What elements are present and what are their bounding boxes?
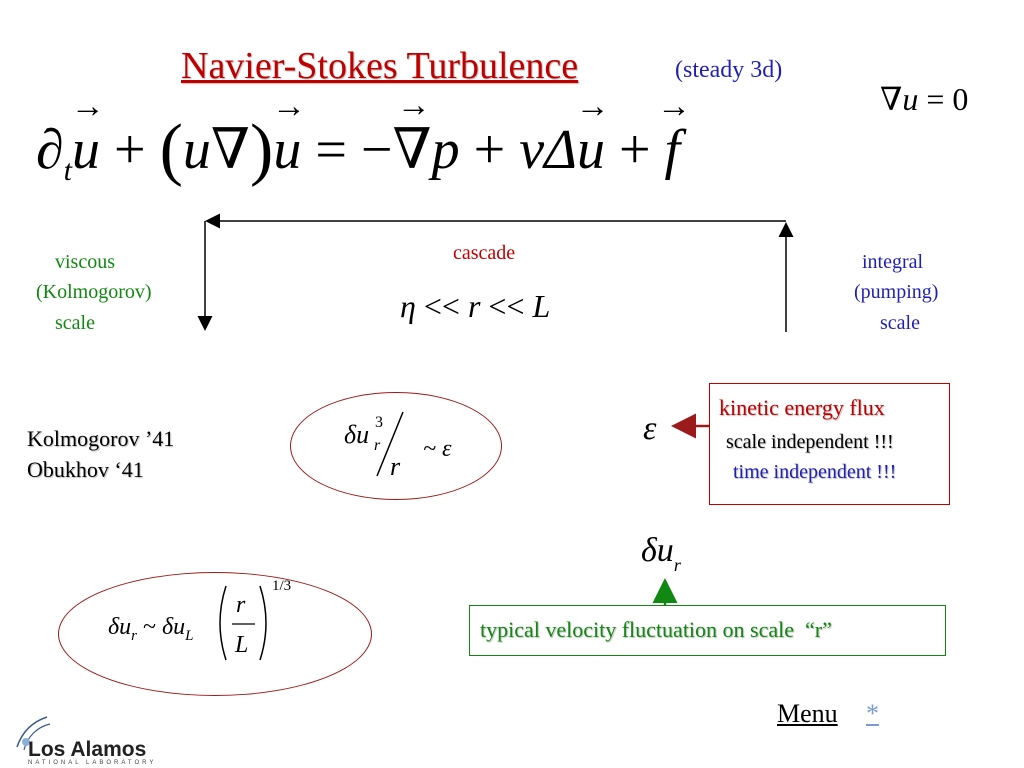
energy-flux-box [709,383,950,505]
tilde-epsilon: ~ ε [423,436,452,462]
viscous-label-line3: scale [55,312,95,334]
structure-function-denominator: r [390,452,401,481]
integral-label-line3: scale [880,312,920,334]
exponent-one-third: 1/3 [272,578,292,594]
L-subscript: L [185,628,194,644]
scaling-law-lhs: δur ~ δuL [108,614,193,645]
delta-u-L-symbol: δu [161,614,186,640]
logo-name: Los Alamos [28,738,147,761]
four-fifths-law-ellipse [290,392,502,500]
delta-u-r: δur [641,532,681,576]
fraction-slash [376,411,404,477]
kolmogorov-references: Kolmogorov ’41 Obukhov ‘41 [27,423,174,485]
tilde-symbol: ~ [137,614,162,640]
pressure-symbol: p [431,119,460,181]
force-vector: f [665,118,681,182]
star-link[interactable]: * [866,699,879,728]
scaling-law-ellipse [58,572,372,696]
scale-inequality: η << r << L [400,288,550,325]
cascade-label: cascade [453,242,516,264]
integral-label-line1: integral [862,251,924,273]
r-subscript: r [131,628,137,644]
fluctuation-text: typical velocity fluctuation on scale “r… [480,617,832,642]
logo-subtitle: NATIONAL LABORATORY [28,760,157,766]
velocity-symbol: u [902,81,919,117]
plus-sign: + [100,119,160,181]
delta-u-symbol: δu [344,420,370,449]
partial-symbol: ∂ [36,119,64,181]
equals-minus: = − [301,119,393,181]
delta-u-symbol: δu [641,532,674,569]
delta-u-symbol: δu [108,614,132,640]
navier-stokes-equation: ∂tu + (u∇)u = −∇p + νΔu + f [36,110,680,190]
incompressibility-equation: ∇u = 0 [880,80,968,118]
velocity-vector: u [577,118,605,182]
slide-title: Navier-Stokes Turbulence [181,45,579,87]
plus-sign: + [459,119,520,181]
flux-box-line2: scale independent !!! [726,431,894,453]
eta-symbol: η [400,288,416,324]
slide-subtitle: (steady 3d) [675,57,783,83]
fluctuation-box [469,605,946,656]
close-paren: ) [250,111,274,188]
viscous-label-line2: (Kolmogorov) [36,281,152,303]
los-alamos-logo-icon [16,716,51,751]
viscous-label-line1: viscous [55,251,115,273]
menu-link[interactable]: Menu [777,699,838,728]
fraction-parens [219,585,267,661]
fraction-denominator: L [235,632,249,658]
plus-sign: + [604,119,665,181]
structure-function-power: 3 [375,414,383,431]
r-subscript: r [673,555,681,575]
flux-box-line1: kinetic energy flux [719,395,885,420]
advection-operator: u∇ [182,119,251,181]
time-subscript: t [63,154,73,188]
equals-zero: = 0 [918,81,969,117]
fraction-numerator: r [236,592,246,618]
structure-function-numerator: δu [344,420,369,450]
velocity-vector: u [72,118,100,182]
obukhov-ref: Obukhov ‘41 [27,457,144,482]
nabla-symbol: ∇ [880,81,903,117]
much-less-symbol: << [415,288,468,324]
gradient-vector: ∇ [393,117,432,182]
flux-box-line3: time independent !!! [733,461,897,483]
open-paren: ( [159,111,183,188]
kolmogorov-ref: Kolmogorov ’41 [27,426,175,451]
much-less-symbol: << [480,288,533,324]
epsilon-symbol: ε [643,410,657,447]
L-symbol: L [532,288,551,324]
r-symbol: r [467,288,481,324]
integral-label-line2: (pumping) [854,281,939,303]
viscous-term: νΔ [519,119,577,181]
structure-function-subscript: r [374,437,381,454]
velocity-vector: u [273,118,301,182]
